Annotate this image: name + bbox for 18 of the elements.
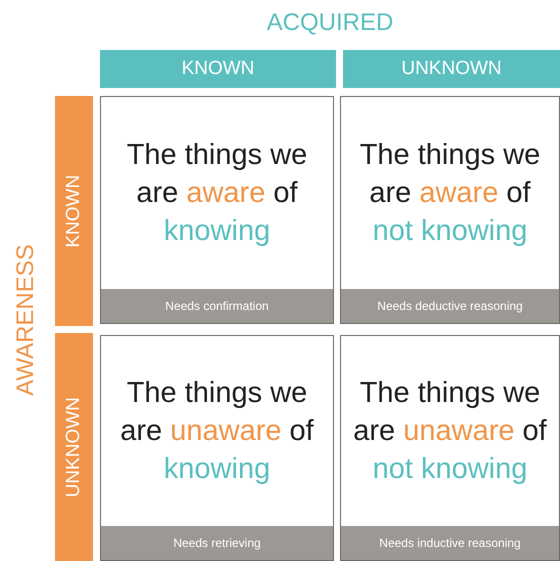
statement-text: The things we are unaware of knowing	[119, 376, 315, 487]
column-header-bar: KNOWN	[100, 50, 336, 88]
statement-text: The things we are aware of knowing	[126, 138, 308, 249]
axis-label: ACQUIRED	[266, 8, 394, 38]
quadrant-card	[100, 335, 334, 561]
column-header-bar: UNKNOWN	[343, 50, 560, 88]
footer-bar: Needs retrieving	[101, 526, 333, 560]
footer-bar: Needs inductive reasoning	[341, 526, 559, 560]
footer-bar: Needs confirmation	[101, 289, 333, 323]
axis-label: AWARENESS	[11, 244, 40, 396]
quadrant-card	[340, 96, 560, 324]
footer-bar: Needs deductive reasoning	[341, 289, 559, 323]
statement-text: The things we are unaware of not knowing	[352, 376, 548, 487]
row-header-bar: UNKNOWN	[55, 333, 93, 561]
quadrant-card	[340, 335, 560, 561]
row-header-bar: KNOWN	[55, 96, 93, 326]
quadrant-card	[100, 96, 334, 324]
statement-text: The things we are aware of not knowing	[358, 138, 542, 249]
